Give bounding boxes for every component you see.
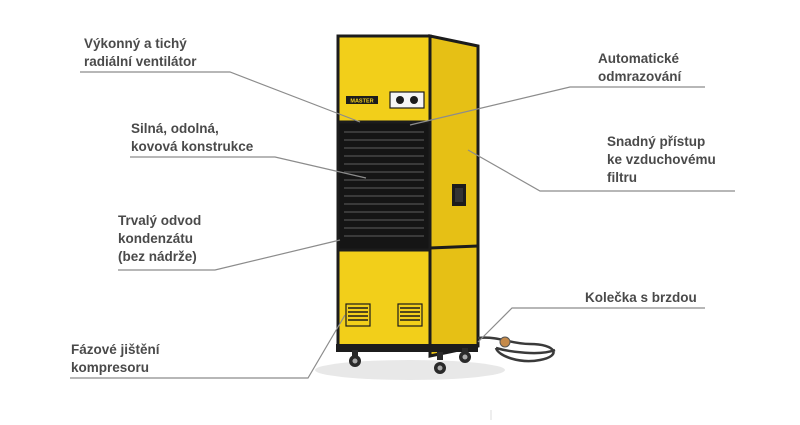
grille-slats: [344, 131, 424, 237]
control-panel: [389, 91, 425, 109]
leader-filter: [467, 149, 735, 192]
leader-fan: [80, 71, 361, 123]
leader-defrost: [409, 86, 705, 126]
leader-lines: [70, 71, 735, 379]
label-wheels: Kolečka s brzdou: [585, 290, 697, 305]
front-grille: [336, 120, 432, 252]
leader-frame: [130, 156, 367, 179]
leader-drain: [118, 239, 341, 271]
brand-logo-plate: [346, 96, 378, 104]
front-top-panel: [336, 34, 432, 124]
leader-wheels: [477, 307, 705, 343]
front-vent-right: [397, 303, 423, 327]
leader-phase: [70, 314, 346, 379]
front-vent-left: [345, 303, 371, 327]
hose-connector: [499, 336, 511, 348]
drain-hose: [477, 336, 556, 363]
floor-shadow: [315, 360, 505, 380]
front-bottom-panel: [336, 248, 432, 348]
label-frame: Silná, odolná,kovová konstrukce: [131, 121, 254, 154]
brand-logo: MASTER: [350, 99, 373, 105]
base-frame: [336, 344, 478, 352]
